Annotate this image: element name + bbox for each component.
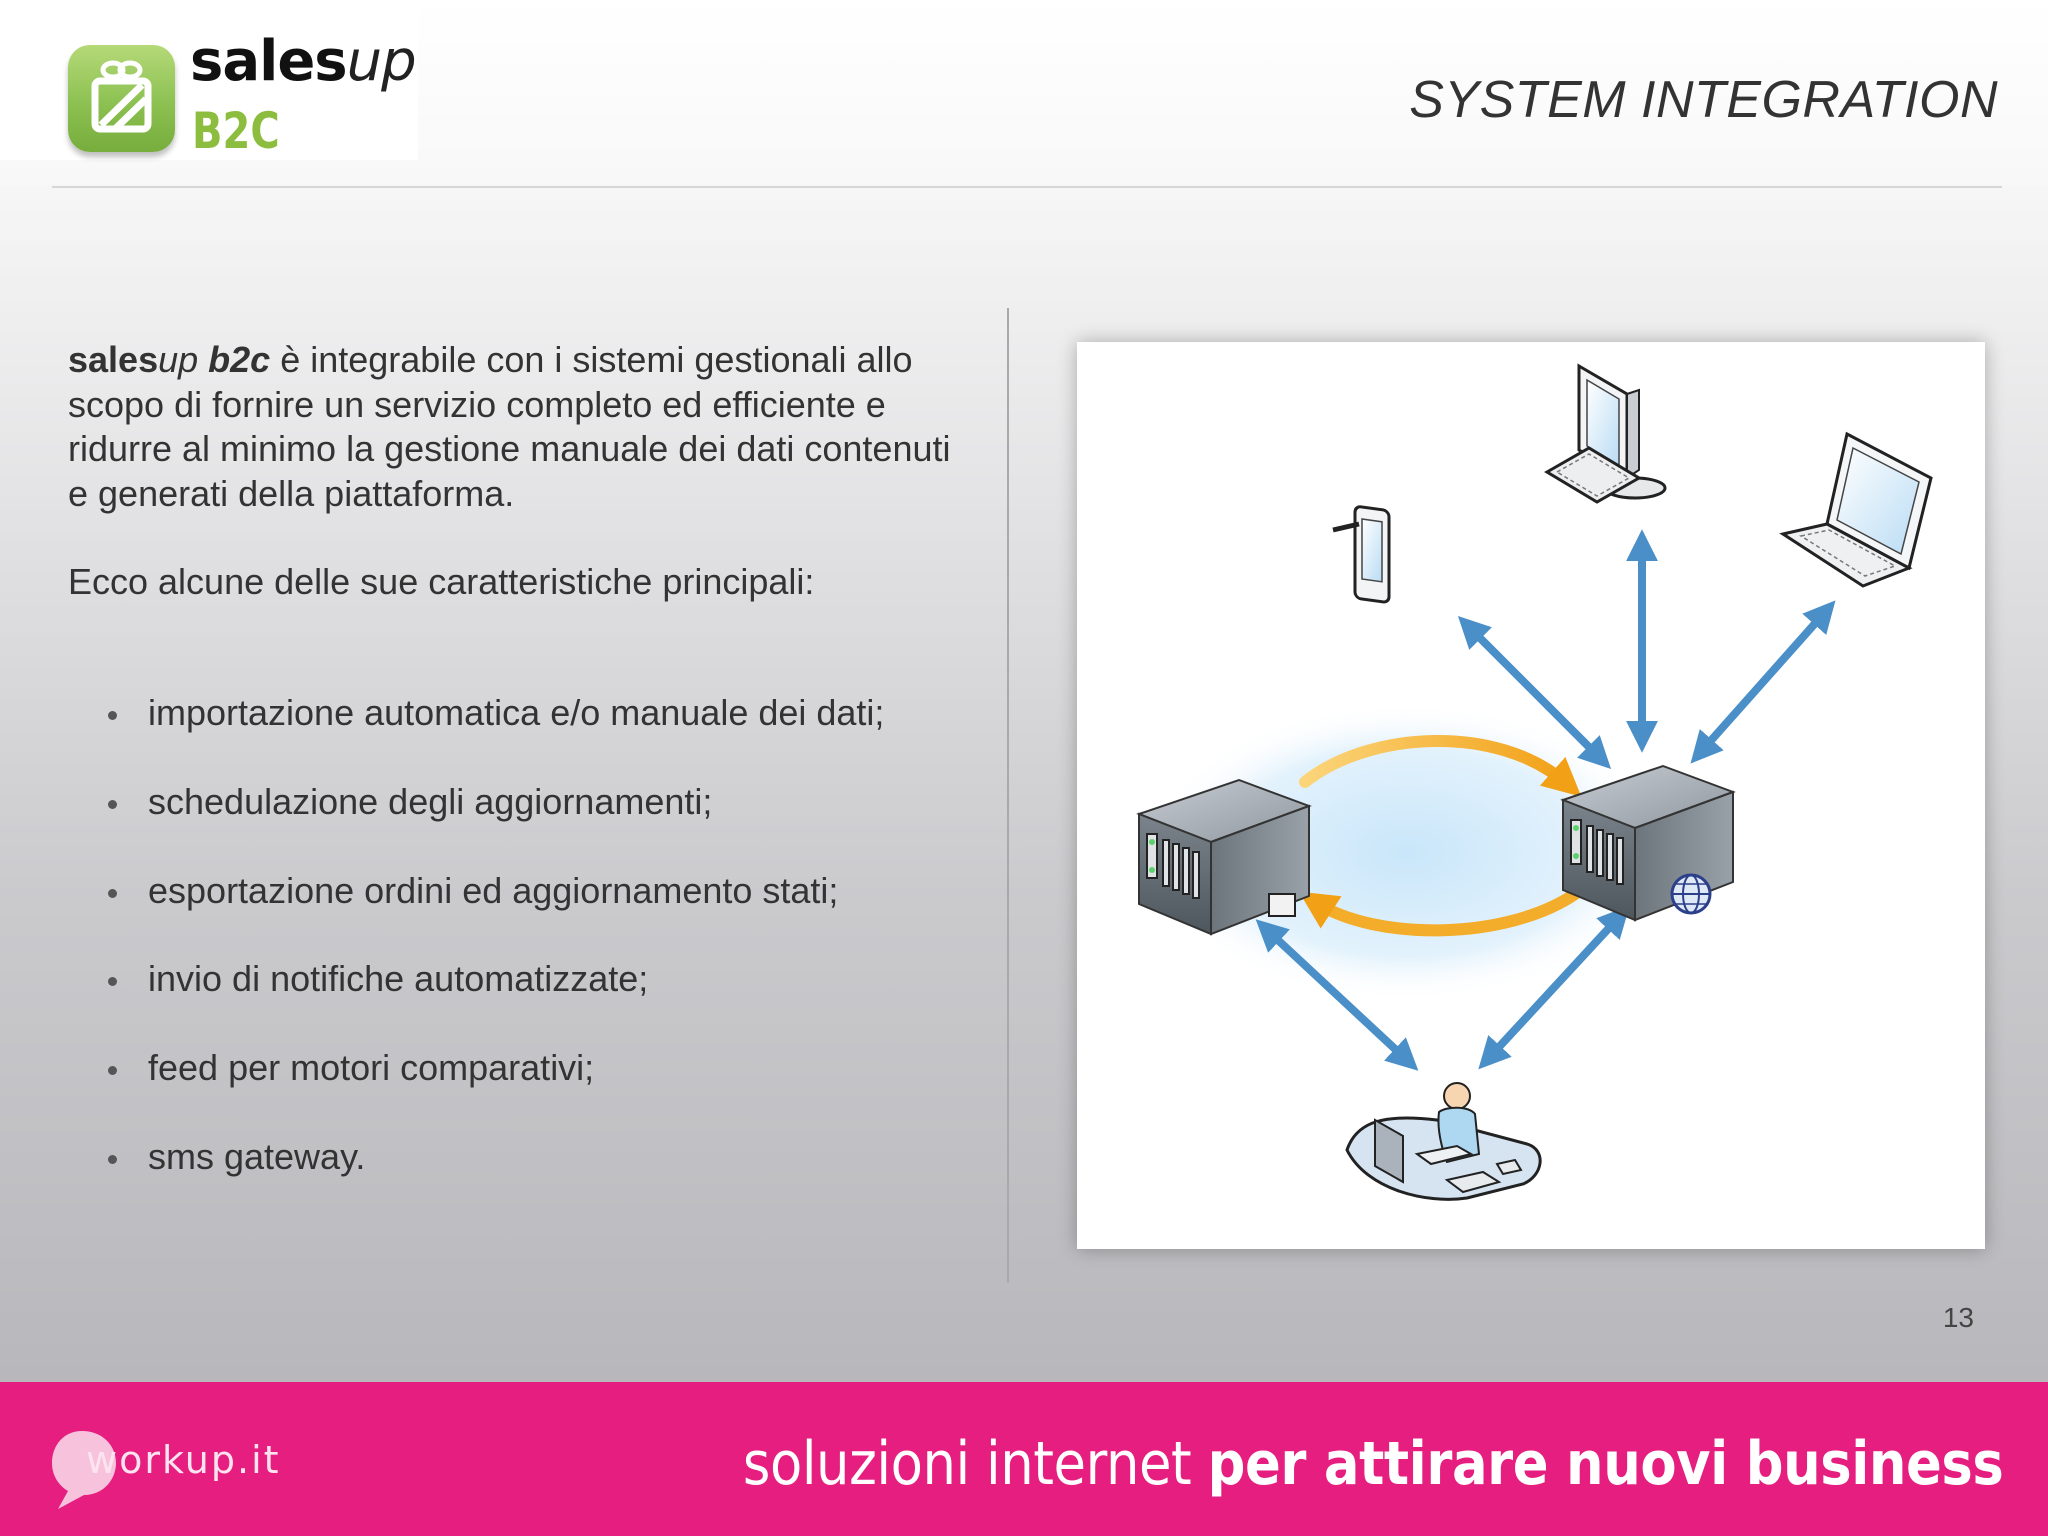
list-item: esportazione ordini ed aggiornamento sta… <box>108 863 884 952</box>
globe-icon <box>1670 873 1712 915</box>
logo-wordmark: salesup <box>190 29 417 94</box>
list-item: feed per motori comparativi; <box>108 1040 884 1129</box>
bullet-icon <box>108 799 117 809</box>
bullet-icon <box>108 711 117 720</box>
workup-logo-text: workup.it <box>86 1438 281 1482</box>
bullet-icon <box>108 888 117 898</box>
system-integration-diagram <box>1077 342 1985 1249</box>
brand-name-italic: up <box>158 339 199 380</box>
list-item: sms gateway. <box>108 1129 884 1218</box>
laptop-icon <box>1779 431 1933 588</box>
feature-list: importazione automatica e/o manuale dei … <box>108 685 884 1218</box>
title-divider <box>52 186 2002 188</box>
bullet-icon <box>108 977 117 987</box>
page-number: 13 <box>1942 1302 1974 1333</box>
arrow-server-operator <box>1255 919 1419 1071</box>
list-item: importazione automatica e/o manuale dei … <box>108 685 884 774</box>
salesup-b2c-logo: salesup B2C <box>0 0 418 160</box>
speech-bubble-icon <box>52 1431 116 1509</box>
smartphone-icon <box>1332 505 1391 604</box>
web-server-icon <box>1560 764 1736 922</box>
intro-text: è integrabile con i sistemi gestionali a… <box>68 339 951 514</box>
brand-name-bold: sales <box>68 339 159 380</box>
column-divider <box>1007 308 1009 1283</box>
brand-name-suffix: b2c <box>208 339 271 380</box>
features-lead: Ecco alcune delle sue caratteristiche pr… <box>68 561 815 602</box>
bullet-icon <box>108 1154 117 1164</box>
logo-subtitle: B2C <box>192 102 280 160</box>
arrow-webserver-operator <box>1478 905 1630 1070</box>
list-item: schedulazione degli aggiornamenti; <box>108 774 884 863</box>
gift-icon <box>68 45 175 152</box>
footer-slogan: soluzioni internet per attirare nuovi bu… <box>742 1429 2003 1499</box>
footer-banner: workup.it soluzioni internet per attirar… <box>0 1382 2048 1536</box>
intro-paragraph: salesup b2c è integrabile con i sistemi … <box>68 338 968 516</box>
header: salesup B2C SYSTEM INTEGRATION <box>0 0 2048 185</box>
description-column: salesup b2c è integrabile con i sistemi … <box>68 338 968 605</box>
bullet-icon <box>108 1066 117 1076</box>
operator-workstation-icon <box>1345 1082 1542 1201</box>
workup-logo <box>50 1429 270 1509</box>
list-item: invio di notifiche automatizzate; <box>108 951 884 1040</box>
arrow-smartphone-server <box>1457 615 1612 770</box>
server-icon <box>1136 778 1312 936</box>
slide-title: SYSTEM INTEGRATION <box>1409 71 1998 129</box>
arrow-laptop-server <box>1690 600 1836 764</box>
desktop-computer-icon <box>1544 363 1667 504</box>
